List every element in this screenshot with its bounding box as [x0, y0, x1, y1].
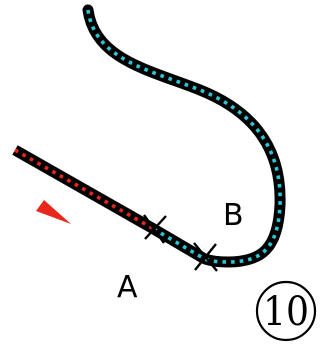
cross-mark-b — [193, 242, 218, 272]
point-label-b: B — [223, 198, 244, 233]
track-cyan-segment — [82, 4, 286, 268]
cyan-track-outline — [82, 4, 286, 268]
step-number: 10 — [263, 289, 309, 335]
cross-mark-a — [143, 214, 167, 244]
x-mark-icon — [194, 243, 217, 271]
track-red-segment — [12, 145, 155, 233]
red-direction-arrow-icon — [36, 200, 71, 224]
step-number-badge: 10 — [255, 280, 317, 342]
step-number-circle — [255, 280, 317, 342]
red-track-dots — [14, 148, 153, 230]
cyan-track-dots — [86, 9, 282, 264]
point-label-a: A — [117, 270, 138, 305]
x-mark-icon — [144, 215, 167, 240]
